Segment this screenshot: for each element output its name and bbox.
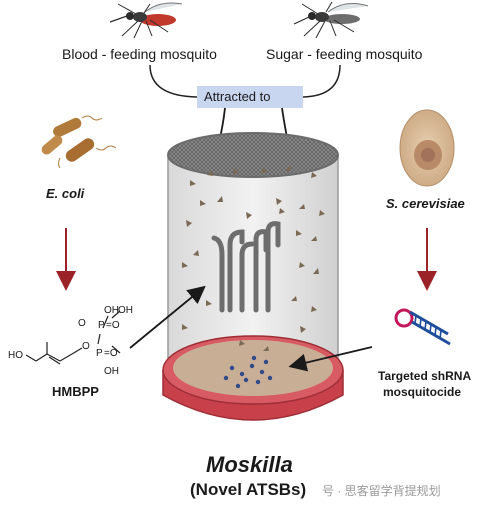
shrna-arrow — [288, 346, 373, 372]
mol-oh-bottom: OH — [104, 366, 119, 377]
mesh-lid — [167, 132, 339, 178]
sugar-feeding-label: Sugar - feeding mosquito — [266, 46, 423, 62]
hmbpp-arrow — [129, 285, 206, 349]
sugar-connector — [302, 64, 341, 98]
attracted-to-label: Attracted to — [204, 89, 271, 104]
mol-o-left: O — [78, 318, 86, 329]
mol-o-bridge: O — [82, 341, 90, 352]
shrna-icon — [394, 308, 451, 346]
mol-o-eq-top: =O — [106, 320, 120, 331]
subtitle-novel-atsbs: (Novel ATSBs) — [190, 480, 307, 499]
bait-particles — [223, 355, 273, 389]
title-moskilla: Moskilla — [206, 452, 293, 477]
trap-cylinder — [162, 132, 344, 421]
watermark-text: 号 · 思客留学背提规划 — [322, 484, 441, 498]
trapped-mosquitoes — [182, 166, 325, 351]
attracted-to-box — [197, 86, 303, 108]
mosquitocide-label: mosquitocide — [383, 385, 462, 399]
ecoli-icon — [41, 115, 117, 169]
mol-p-bottom: P — [96, 348, 103, 359]
mol-o-eq-bottom: =O — [104, 348, 118, 359]
hmbpp-label: HMBPP — [52, 384, 99, 399]
mol-p-top: P — [98, 320, 105, 331]
blood-connector — [149, 64, 198, 98]
funnel-tubes-icon — [211, 221, 281, 313]
blood-feeding-label: Blood - feeding mosquito — [62, 46, 217, 62]
blood-mosquito-icon — [109, 2, 183, 39]
mol-oh-right-top: OH — [118, 305, 133, 316]
mol-ho-left: HO — [8, 350, 23, 361]
scerevisiae-label: S. cerevisiae — [386, 196, 465, 211]
mol-oh-top: OH — [104, 305, 119, 316]
bait-surface — [173, 340, 333, 396]
ecoli-label: E. coli — [46, 186, 85, 201]
sugar-mosquito-icon — [293, 1, 369, 39]
hmbpp-structure — [25, 310, 121, 365]
yeast-icon — [399, 109, 455, 187]
targeted-shrna-label: Targeted shRNA — [378, 369, 472, 383]
